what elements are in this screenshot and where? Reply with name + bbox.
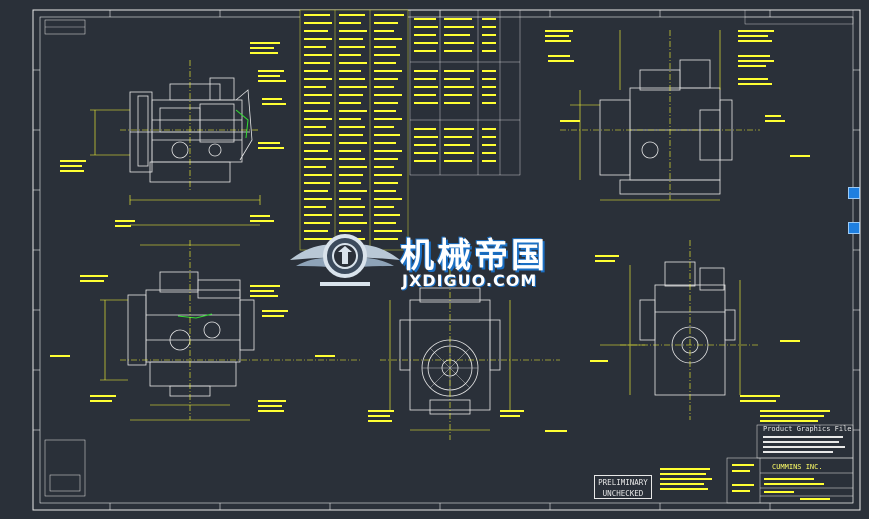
- scroll-marker-2[interactable]: [848, 222, 860, 234]
- stamp-line-1: PRELIMINARY: [598, 478, 648, 487]
- legend-boxes: [44, 439, 86, 497]
- options-table: [409, 9, 521, 176]
- dimension-lines: [90, 30, 760, 440]
- company-name: CUMMINS INC.: [772, 463, 823, 471]
- scroll-marker-1[interactable]: [848, 187, 860, 199]
- preliminary-stamp: PRELIMINARY UNCHECKED: [594, 475, 652, 499]
- parts-list-table: [299, 9, 409, 251]
- watermark-chinese-text: 机械帝国: [400, 236, 548, 276]
- title-block: [726, 424, 854, 504]
- revision-block: [744, 9, 854, 25]
- callout-notes: [50, 30, 830, 490]
- engine-left-lower-view: [127, 271, 255, 397]
- watermark: 机械帝国 JXDIGUO.COM: [290, 226, 590, 296]
- engine-right-lower-view: [639, 261, 736, 396]
- engine-left-side-view: [129, 77, 253, 183]
- stamp-line-2: UNCHECKED: [602, 489, 644, 498]
- watermark-url-text: JXDIGUO.COM: [402, 271, 538, 290]
- product-graphics-note: Product Graphics File: [763, 425, 852, 433]
- winged-gear-logo: [290, 234, 400, 286]
